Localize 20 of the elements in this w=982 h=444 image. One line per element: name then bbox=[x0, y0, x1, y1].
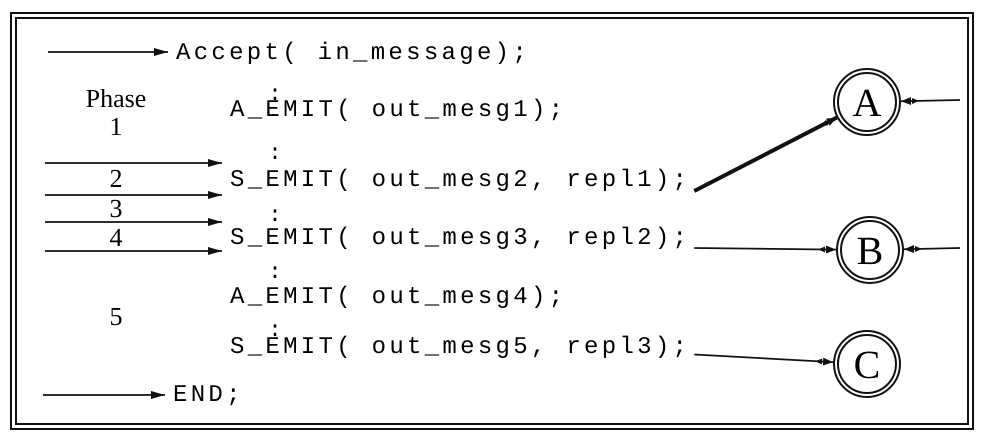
state-circle: A bbox=[833, 68, 901, 136]
arrow bbox=[45, 247, 222, 255]
phase-number: 1 bbox=[110, 114, 122, 140]
phase-number: 3 bbox=[110, 196, 122, 222]
arrow bbox=[45, 191, 222, 199]
phase-number: 4 bbox=[110, 225, 122, 251]
code-line: Accept( in_message); bbox=[168, 38, 530, 68]
ellipsis-mark: : bbox=[268, 262, 282, 284]
phase-heading: Phase bbox=[86, 86, 146, 112]
code-line: END; bbox=[165, 380, 244, 410]
ellipsis-mark: : bbox=[268, 205, 282, 227]
state-circle: B bbox=[836, 216, 904, 284]
arrow bbox=[43, 391, 165, 399]
arrow bbox=[45, 218, 222, 226]
state-circle: C bbox=[833, 330, 901, 398]
arrow bbox=[45, 159, 222, 167]
arrow bbox=[48, 48, 168, 56]
code-line: A_EMIT( out_mesg4); bbox=[222, 282, 566, 312]
phase-number: 5 bbox=[110, 304, 122, 330]
phase-number: 2 bbox=[110, 166, 122, 192]
